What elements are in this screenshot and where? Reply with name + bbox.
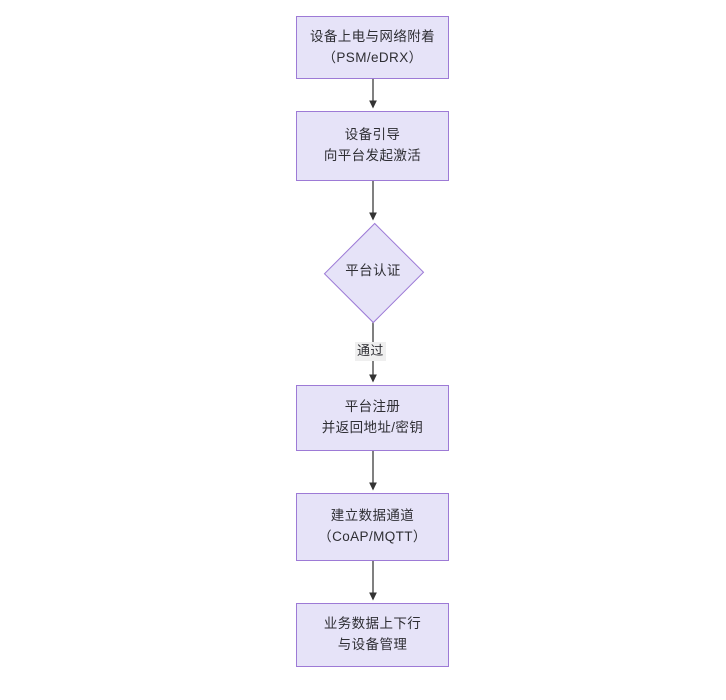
node-data-channel[interactable]: 建立数据通道 （CoAP/MQTT） xyxy=(296,493,449,561)
node-line: 向平台发起激活 xyxy=(323,148,422,163)
node-line: 设备引导 xyxy=(344,127,401,143)
node-device-bootstrap[interactable]: 设备引导 向平台发起激活 xyxy=(296,111,449,181)
node-platform-registration[interactable]: 平台注册 并返回地址/密钥 xyxy=(296,385,449,451)
node-line: 平台认证 xyxy=(345,263,401,279)
node-line: 与设备管理 xyxy=(337,637,408,652)
edge-label-pass: 通过 xyxy=(355,342,386,361)
node-business-data[interactable]: 业务数据上下行 与设备管理 xyxy=(296,603,449,667)
node-line: 设备上电与网络附着 xyxy=(309,28,436,44)
node-line: （CoAP/MQTT） xyxy=(318,529,427,544)
node-platform-authentication[interactable]: 平台认证 xyxy=(323,222,425,323)
node-line: （PSM/eDRX） xyxy=(322,49,423,65)
node-device-power-on[interactable]: 设备上电与网络附着 （PSM/eDRX） xyxy=(296,16,449,79)
node-line: 平台注册 xyxy=(344,399,401,415)
node-line: 业务数据上下行 xyxy=(323,616,422,632)
node-line: 并返回地址/密钥 xyxy=(321,420,424,435)
node-line: 建立数据通道 xyxy=(330,508,415,524)
